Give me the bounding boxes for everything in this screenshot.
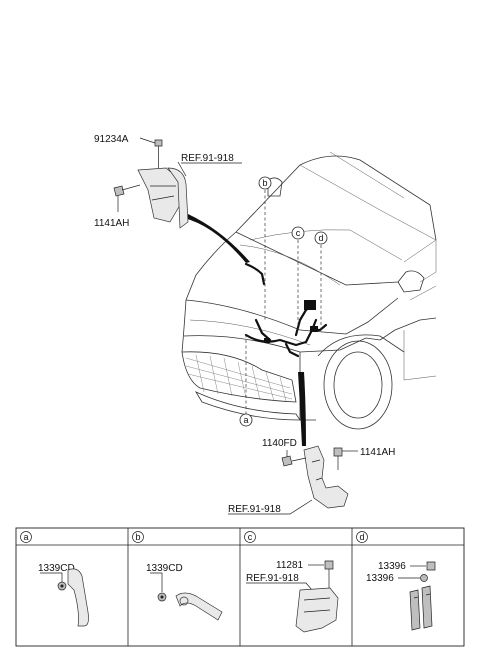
label-1140fd: 1140FD xyxy=(262,438,297,449)
panel-b-label-1339cd: 1339CD xyxy=(146,563,183,574)
label-1141ah-left: 1141AH xyxy=(94,218,129,229)
svg-text:c: c xyxy=(248,532,253,542)
svg-text:d: d xyxy=(318,233,323,243)
wiring-harness xyxy=(184,214,328,446)
bottom-bracket-assembly xyxy=(281,445,358,509)
panel-c-label-11281: 11281 xyxy=(276,560,304,571)
vehicle-front-illustration xyxy=(181,151,437,430)
svg-text:a: a xyxy=(243,415,248,425)
panel-header-c: c xyxy=(244,531,256,543)
label-ref-top: REF.91-918 xyxy=(181,153,234,164)
callout-circle-a: a xyxy=(239,413,253,427)
label-91234a: 91234A xyxy=(94,134,129,145)
label-1141ah-bottom: 1141AH xyxy=(360,447,395,458)
panel-a-parts: 1339CD xyxy=(38,563,89,627)
panel-header-d: d xyxy=(356,531,368,543)
panel-c-label-ref: REF.91-918 xyxy=(246,573,299,584)
svg-text:a: a xyxy=(23,532,28,542)
panel-header-a: a xyxy=(20,531,32,543)
detail-panel-grid xyxy=(15,527,465,647)
panel-d-parts: 13396 13396 xyxy=(366,561,436,631)
callout-circle-b: b xyxy=(258,176,272,190)
panel-b-parts: 1339CD xyxy=(146,563,223,621)
panel-a-label-1339cd: 1339CD xyxy=(38,563,75,574)
svg-text:b: b xyxy=(135,532,140,542)
panel-d-label-13396-bottom: 13396 xyxy=(366,573,394,584)
callout-circle-d: d xyxy=(314,231,328,245)
panel-d-label-13396-top: 13396 xyxy=(378,561,406,572)
label-ref-bottom: REF.91-918 xyxy=(228,504,281,515)
panel-c-parts: 11281 REF.91-918 xyxy=(246,560,339,633)
top-bracket-assembly xyxy=(113,137,189,229)
callout-circle-c: c xyxy=(291,226,305,240)
svg-text:b: b xyxy=(262,178,267,188)
svg-text:c: c xyxy=(296,228,301,238)
svg-text:d: d xyxy=(359,532,364,542)
panel-header-b: b xyxy=(132,531,144,543)
